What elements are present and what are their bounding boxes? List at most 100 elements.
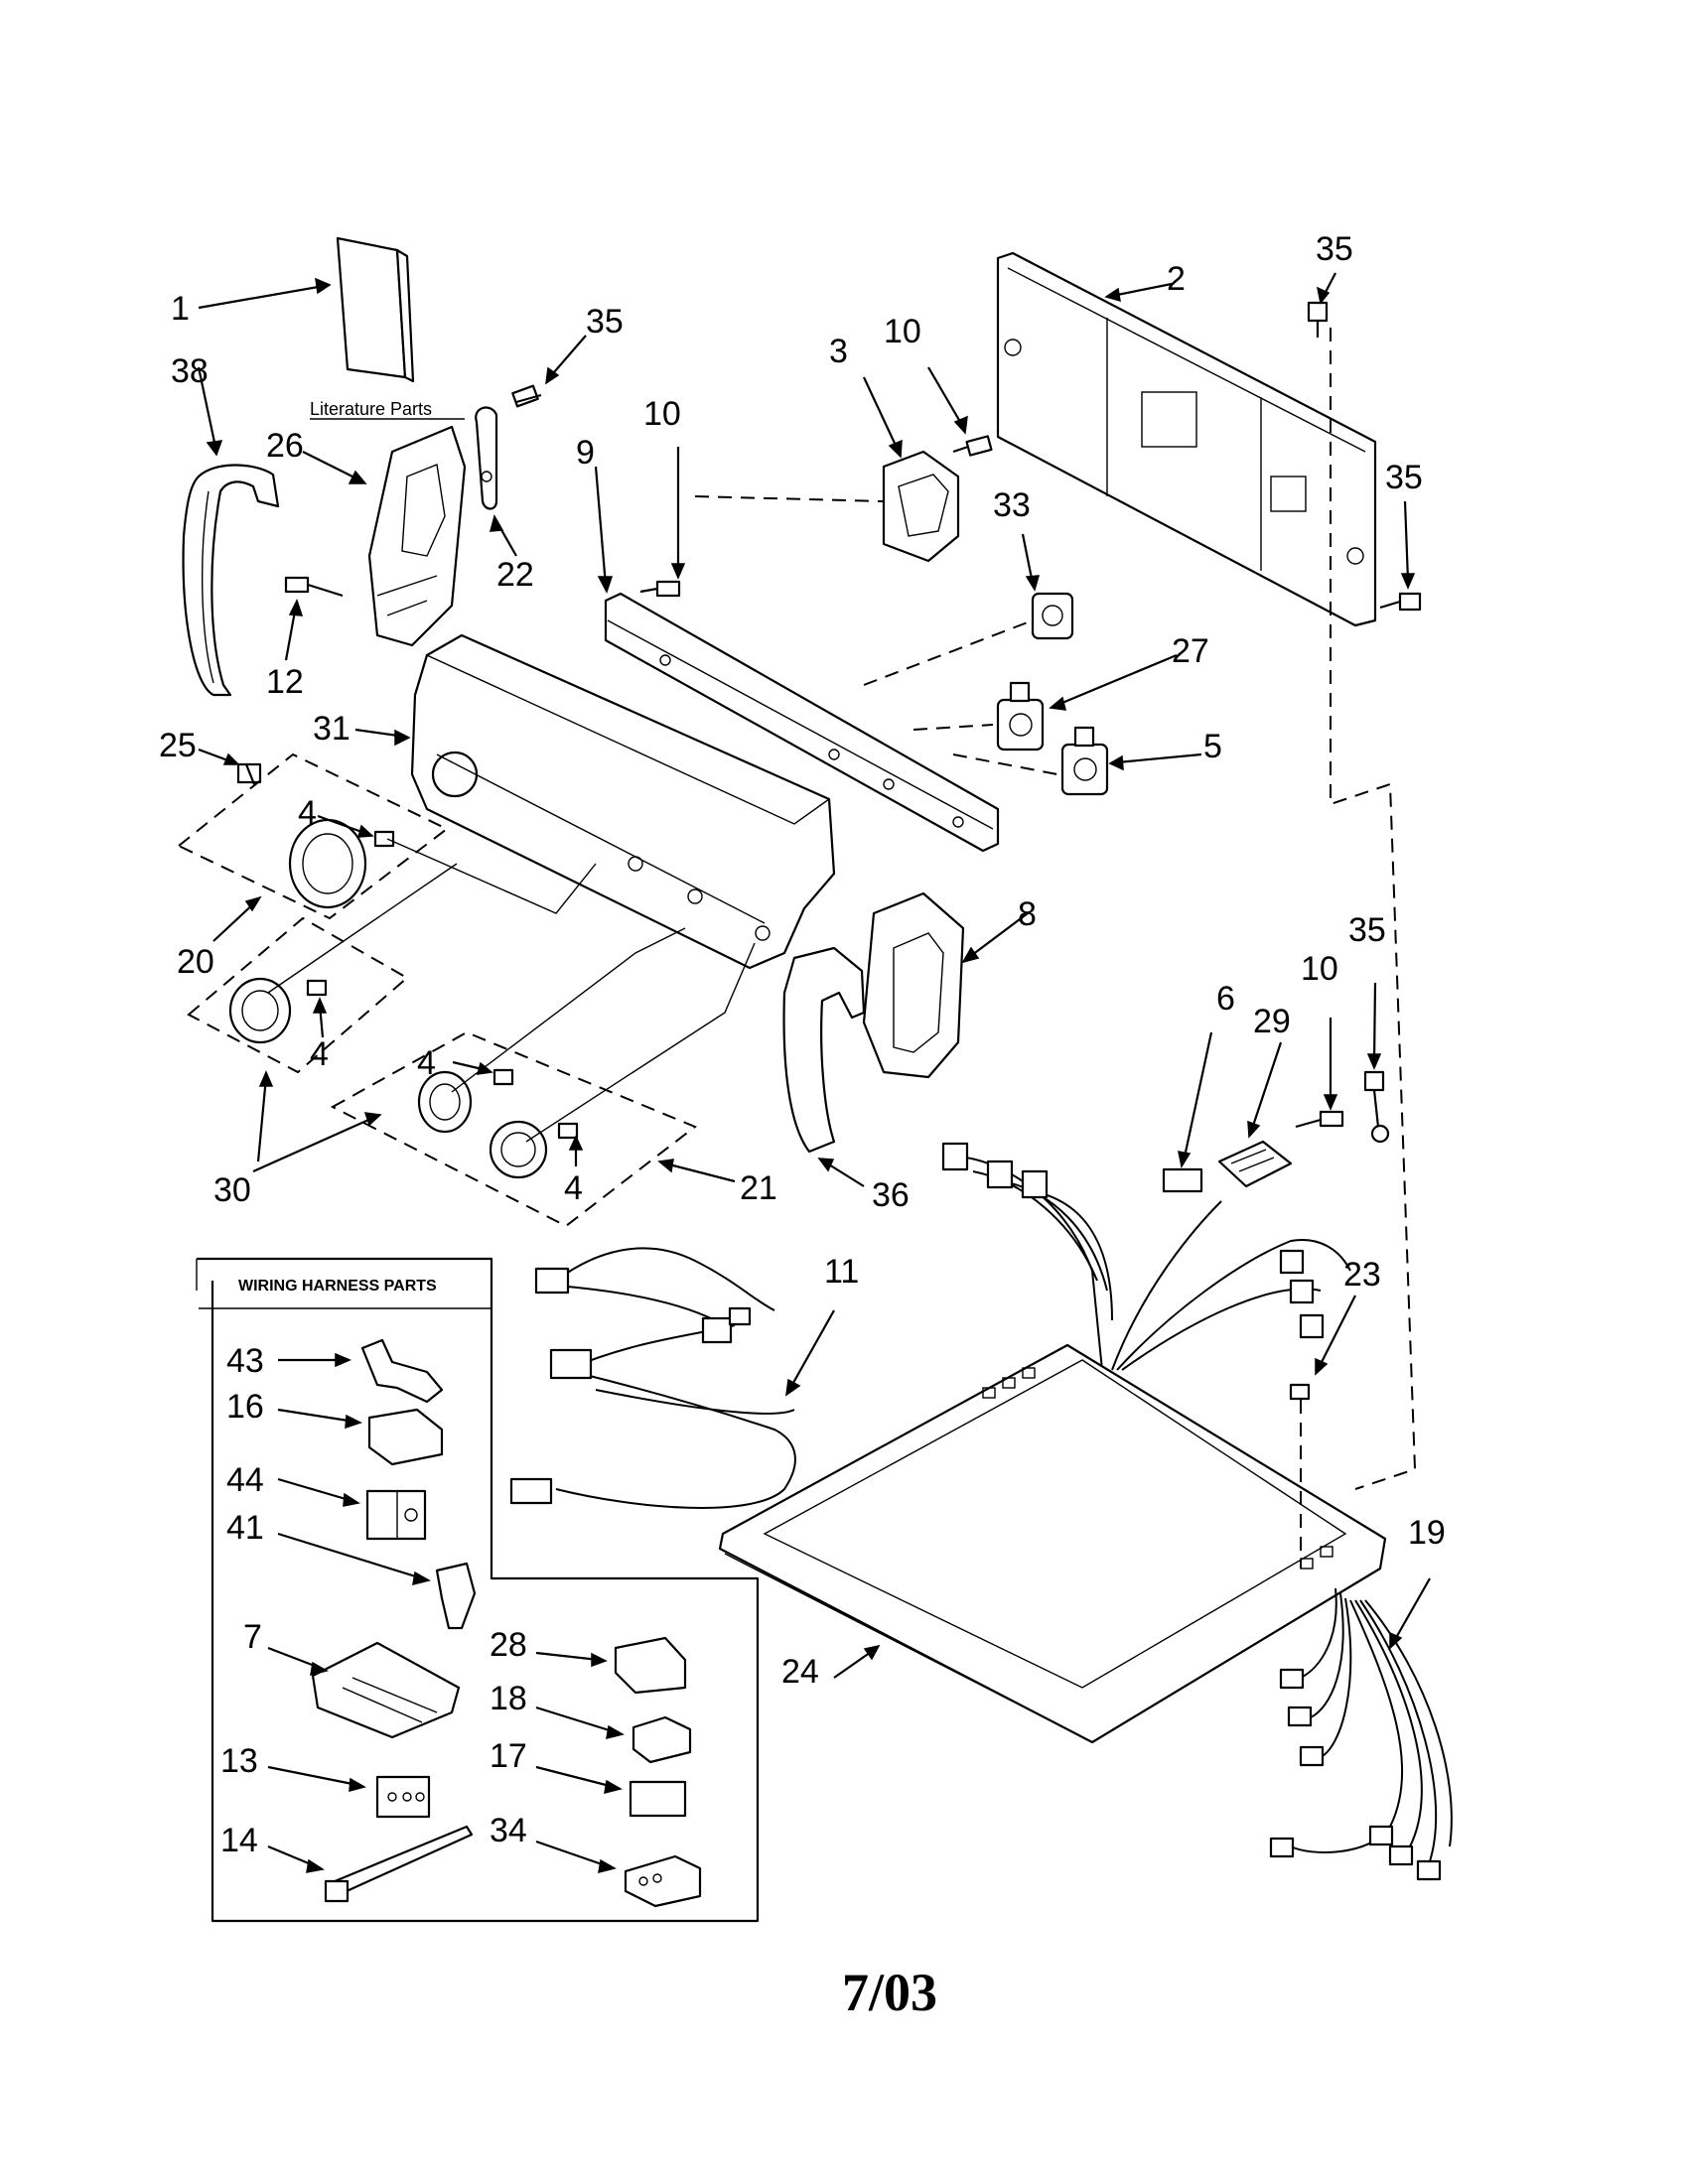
callout-10-c: 10 xyxy=(1301,950,1338,988)
screw-10-right xyxy=(952,435,993,457)
knob-clip-4-a xyxy=(373,830,395,848)
literature-parts-label: Literature Parts xyxy=(310,399,432,419)
clip-22 xyxy=(475,406,498,510)
wire-harness-11 xyxy=(509,1247,796,1509)
screw-10-left xyxy=(639,580,681,598)
knob-clip-4-d xyxy=(557,1122,579,1140)
callout-28: 28 xyxy=(490,1626,527,1664)
callout-6: 6 xyxy=(1216,980,1235,1018)
harness-parts-box xyxy=(197,1257,760,1923)
part-14-cable-tie xyxy=(324,1825,474,1903)
callout-34: 34 xyxy=(490,1812,527,1849)
back-panel-2 xyxy=(996,251,1377,627)
callout-2: 2 xyxy=(1167,260,1186,298)
part-13-connector xyxy=(375,1775,431,1819)
literature-booklet xyxy=(336,236,415,383)
part-16-connector xyxy=(367,1408,444,1466)
callout-9: 9 xyxy=(576,434,595,472)
date-code: 7/03 xyxy=(842,1963,937,2022)
callout-23: 23 xyxy=(1343,1256,1381,1294)
top-frame-24 xyxy=(718,1343,1387,1744)
screw-35-back-right xyxy=(1379,592,1422,612)
callout-21: 21 xyxy=(740,1169,777,1207)
callout-22: 22 xyxy=(496,556,534,594)
callout-41: 41 xyxy=(226,1509,264,1547)
bracket-6 xyxy=(1162,1167,1203,1193)
part-44-connector xyxy=(365,1489,427,1541)
end-cap-38 xyxy=(182,464,280,697)
screw-12 xyxy=(284,576,344,598)
end-cap-36 xyxy=(782,946,866,1154)
knob-group-20-outline xyxy=(177,752,449,920)
switch-3 xyxy=(882,450,960,563)
console-panel-31 xyxy=(410,633,836,970)
callout-35-b: 35 xyxy=(1316,230,1353,268)
callout-33: 33 xyxy=(993,486,1031,524)
part-43-terminal xyxy=(360,1338,444,1404)
knob-group-30-outline xyxy=(187,916,409,1074)
callout-19: 19 xyxy=(1408,1514,1446,1552)
callout-24: 24 xyxy=(781,1653,819,1691)
callout-16: 16 xyxy=(226,1388,264,1426)
label-29 xyxy=(1217,1140,1293,1188)
callout-17: 17 xyxy=(490,1737,527,1775)
part-41-clip xyxy=(435,1562,477,1630)
control-panel-9 xyxy=(604,592,1000,853)
callout-1: 1 xyxy=(171,290,190,328)
callout-8: 8 xyxy=(1018,895,1037,933)
switch-27 xyxy=(996,681,1045,751)
callout-13: 13 xyxy=(220,1742,258,1780)
callout-27: 27 xyxy=(1172,632,1209,670)
part-17-connector xyxy=(629,1780,687,1818)
callout-43: 43 xyxy=(226,1342,264,1380)
screw-35-back-top xyxy=(1307,301,1329,338)
knob-clip-4-b xyxy=(306,979,328,997)
screw-35-top-left xyxy=(511,384,542,408)
callout-10-b: 10 xyxy=(884,313,921,350)
clip-23 xyxy=(1289,1383,1311,1401)
callout-11: 11 xyxy=(824,1253,859,1291)
callout-44: 44 xyxy=(226,1461,264,1499)
callout-4-b: 4 xyxy=(310,1035,329,1073)
callout-25: 25 xyxy=(159,727,197,764)
part-34-connector xyxy=(624,1854,702,1908)
callout-4-c: 4 xyxy=(417,1044,436,1082)
part-18-connector xyxy=(632,1715,692,1764)
end-cap-8 xyxy=(862,891,965,1079)
callout-3: 3 xyxy=(829,333,848,370)
wire-bundle-top xyxy=(941,1142,1351,1371)
callout-31: 31 xyxy=(313,710,351,748)
callout-29: 29 xyxy=(1253,1003,1291,1040)
callout-5: 5 xyxy=(1203,728,1222,765)
screw-10-harness xyxy=(1295,1110,1344,1129)
callout-36: 36 xyxy=(872,1176,910,1214)
callout-18: 18 xyxy=(490,1680,527,1717)
callout-4-d: 4 xyxy=(564,1169,583,1207)
callout-7: 7 xyxy=(243,1618,262,1656)
callout-35-d: 35 xyxy=(1348,911,1386,949)
switch-33 xyxy=(1031,592,1074,640)
switch-5 xyxy=(1060,726,1109,796)
part-28-connector xyxy=(614,1636,687,1695)
callout-20: 20 xyxy=(177,943,214,981)
callout-14: 14 xyxy=(220,1822,258,1859)
callout-35-a: 35 xyxy=(586,303,624,341)
callout-38: 38 xyxy=(171,352,209,390)
callout-35-c: 35 xyxy=(1385,459,1423,496)
callout-12: 12 xyxy=(266,663,304,701)
bracket-26 xyxy=(367,425,467,647)
knob-clip-4-c xyxy=(492,1068,514,1086)
callout-30: 30 xyxy=(213,1171,251,1209)
knob-20 xyxy=(288,818,367,909)
callout-4-a: 4 xyxy=(298,794,317,832)
harness-box-title: WIRING HARNESS PARTS xyxy=(238,1278,437,1295)
part-7-terminal-block xyxy=(311,1641,461,1739)
callout-10-a: 10 xyxy=(643,395,681,433)
wire-harness-19 xyxy=(1269,1587,1453,1881)
knob-21-right xyxy=(489,1120,548,1179)
screw-25 xyxy=(236,762,262,785)
callout-26: 26 xyxy=(266,427,304,465)
screw-35-harness xyxy=(1363,1070,1390,1144)
knob-30 xyxy=(228,977,292,1044)
